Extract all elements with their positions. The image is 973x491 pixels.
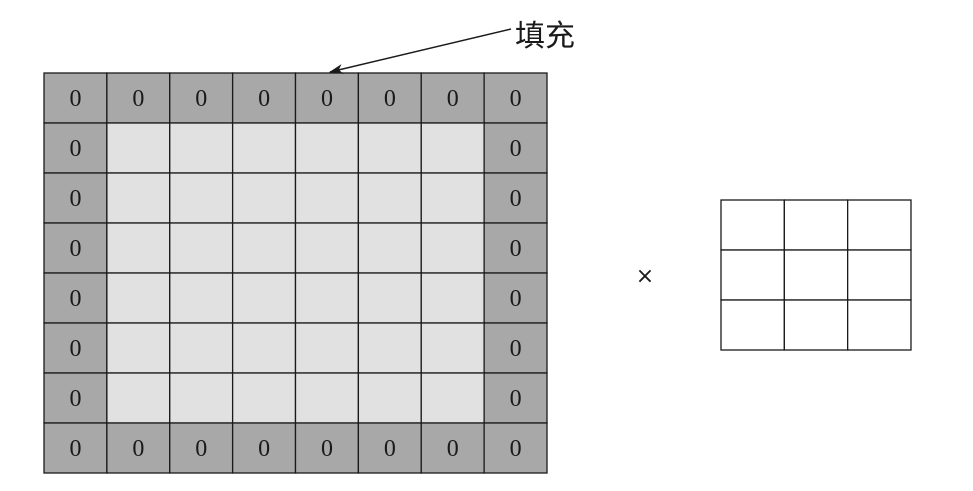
input-cell xyxy=(420,222,485,274)
input-cell xyxy=(169,372,234,424)
kernel-cell xyxy=(720,249,785,301)
input-cell xyxy=(231,372,297,424)
input-cell xyxy=(106,272,171,324)
padding-zero-value: 0 xyxy=(510,436,522,462)
padding-zero-value: 0 xyxy=(510,386,522,412)
input-cell xyxy=(106,122,171,174)
padded-input-grid: 0 0 0 0 0 0 0 0 0 0 0 0 0 0 0 0 0 0 0 0 0 0 0 0 0 0 0 0 xyxy=(43,72,548,474)
input-cell xyxy=(294,372,360,424)
padding-zero-value: 0 xyxy=(510,186,522,212)
input-cell xyxy=(106,172,171,224)
padding-zero-value: 0 xyxy=(510,336,522,362)
padding-zero-value: 0 xyxy=(69,286,81,312)
padding-cell xyxy=(420,422,485,474)
kernel-cell xyxy=(720,199,785,251)
padding-zero-value: 0 xyxy=(69,136,81,162)
padding-zero-value: 0 xyxy=(510,136,522,162)
padding-cell xyxy=(294,422,360,474)
kernel-cell xyxy=(783,199,849,251)
kernel-cell xyxy=(847,199,912,251)
input-cell xyxy=(357,272,422,324)
padding-zero-value: 0 xyxy=(510,286,522,312)
padding-zero-value: 0 xyxy=(384,86,396,112)
padding-cell xyxy=(483,422,548,474)
input-cell xyxy=(357,122,422,174)
padding-zero-value: 0 xyxy=(258,86,270,112)
input-cell xyxy=(294,222,360,274)
padding-cell xyxy=(169,422,234,474)
padding-zero-value: 0 xyxy=(447,86,459,112)
input-cell xyxy=(420,322,485,374)
input-cell xyxy=(357,172,422,224)
multiply-operator: × xyxy=(636,264,654,289)
padding-cell xyxy=(483,372,548,424)
padding-cell xyxy=(483,72,548,124)
input-cell xyxy=(231,272,297,324)
input-cell xyxy=(169,222,234,274)
padding-zero-value: 0 xyxy=(195,86,207,112)
kernel-cell xyxy=(783,249,849,301)
kernel-grid xyxy=(720,199,912,351)
kernel-cell xyxy=(720,299,785,351)
padding-annotation: 填充 xyxy=(329,19,575,74)
padding-zero-value: 0 xyxy=(384,436,396,462)
padding-zero-value: 0 xyxy=(510,236,522,262)
input-cell xyxy=(106,322,171,374)
padding-zero-value: 0 xyxy=(69,386,81,412)
kernel-cell xyxy=(783,299,849,351)
input-cell xyxy=(169,122,234,174)
input-cell xyxy=(420,372,485,424)
padding-zero-value: 0 xyxy=(69,236,81,262)
input-cell xyxy=(420,122,485,174)
input-cell xyxy=(294,272,360,324)
padding-cell xyxy=(43,322,108,374)
padding-cell xyxy=(483,122,548,174)
padding-zero-value: 0 xyxy=(132,86,144,112)
input-cell xyxy=(231,172,297,224)
padding-cell xyxy=(483,322,548,374)
padding-cell xyxy=(483,222,548,274)
padding-cell xyxy=(483,272,548,324)
input-cell xyxy=(294,322,360,374)
padding-cell xyxy=(43,72,108,124)
input-cell xyxy=(169,322,234,374)
input-cell xyxy=(420,172,485,224)
padding-cell xyxy=(43,422,108,474)
padding-zero-value: 0 xyxy=(69,186,81,212)
input-cell xyxy=(294,172,360,224)
input-cell xyxy=(169,172,234,224)
input-cell xyxy=(357,222,422,274)
padding-cell xyxy=(43,372,108,424)
padding-zero-value: 0 xyxy=(69,336,81,362)
padding-zero-value: 0 xyxy=(321,436,333,462)
input-cell xyxy=(231,322,297,374)
input-cell xyxy=(420,272,485,324)
input-cell xyxy=(357,322,422,374)
input-cell xyxy=(294,122,360,174)
padding-zero-value: 0 xyxy=(69,86,81,112)
padding-cell xyxy=(483,172,548,224)
input-cell xyxy=(106,372,171,424)
padding-zero-value: 0 xyxy=(510,86,522,112)
kernel-cell xyxy=(847,249,912,301)
input-cell xyxy=(231,122,297,174)
padding-arrow xyxy=(329,28,512,74)
padding-zero-value: 0 xyxy=(69,436,81,462)
padding-cell xyxy=(106,72,171,124)
padding-zero-value: 0 xyxy=(258,436,270,462)
input-cell xyxy=(169,272,234,324)
input-cell xyxy=(106,222,171,274)
padding-zero-value: 0 xyxy=(447,436,459,462)
kernel-cell xyxy=(847,299,912,351)
padding-cell xyxy=(106,422,171,474)
padding-zero-value: 0 xyxy=(321,86,333,112)
padding-label: 填充 xyxy=(515,19,575,54)
input-cell xyxy=(231,222,297,274)
padding-zero-value: 0 xyxy=(195,436,207,462)
padding-zero-value: 0 xyxy=(132,436,144,462)
padding-cell xyxy=(357,72,422,124)
input-cell xyxy=(357,372,422,424)
